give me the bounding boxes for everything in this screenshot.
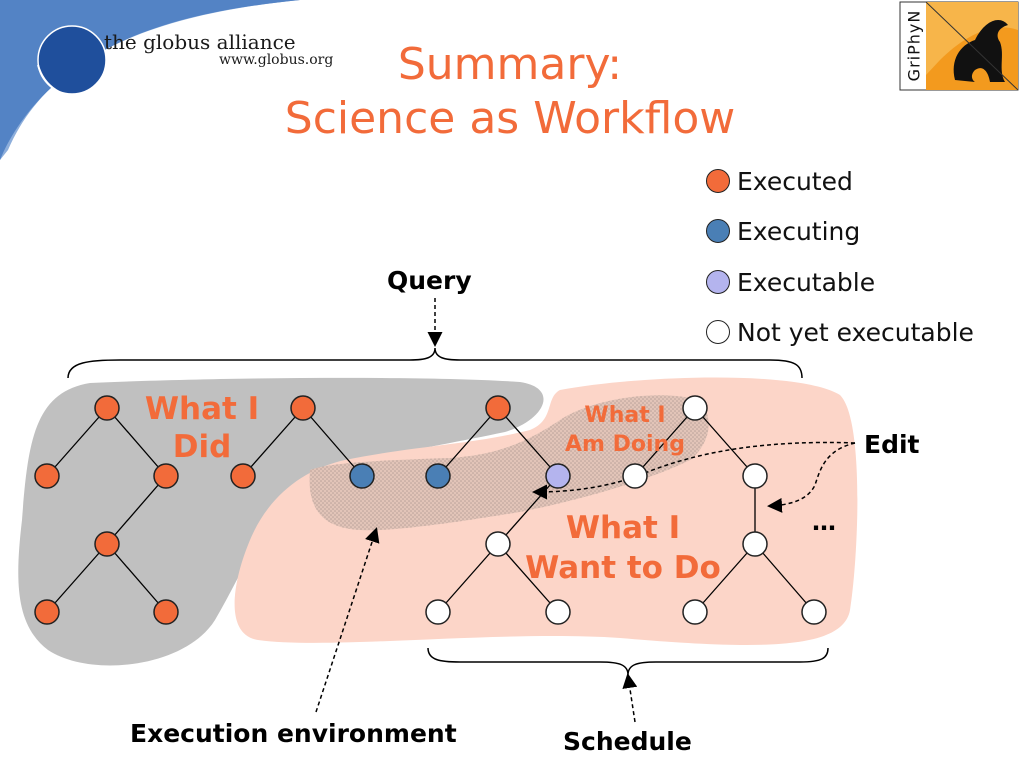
legend-dot-executing	[706, 219, 730, 243]
edit-arrow-1	[532, 441, 856, 500]
did-label-line-2: Did	[172, 429, 232, 465]
title-line-1: Summary:	[397, 39, 623, 90]
query-label: Query	[387, 266, 472, 295]
globus-logo-name: the globus alliance	[104, 30, 296, 54]
legend-item-executed: Executed	[706, 166, 853, 196]
node-executed	[153, 599, 179, 625]
node-not-yet-executable	[742, 531, 768, 557]
doing-label-line-2: Am Doing	[565, 432, 685, 457]
legend-dot-executable	[706, 270, 730, 294]
node-executed	[290, 395, 316, 421]
node-not-yet-executable	[545, 599, 571, 625]
ellipsis-label: …	[812, 508, 836, 536]
doing-region	[309, 395, 709, 531]
node-executing	[349, 463, 375, 489]
node-not-yet-executable	[425, 599, 451, 625]
doing-label-line-1: What I	[584, 403, 666, 428]
did-region-label: What I Did	[118, 390, 286, 466]
node-executed	[94, 395, 120, 421]
griphyn-logo-icon	[899, 1, 1019, 91]
node-executed	[230, 463, 256, 489]
edit-label: Edit	[864, 430, 920, 459]
execution-env-arrow	[315, 527, 380, 713]
did-label-line-1: What I	[144, 391, 260, 427]
legend-dot-not-yet-executable	[706, 320, 730, 344]
schedule-brace	[427, 647, 829, 676]
node-not-yet-executable	[682, 395, 708, 421]
legend-item-not-yet-executable: Not yet executable	[706, 317, 974, 347]
legend-dot-executed	[706, 169, 730, 193]
node-executing	[425, 463, 451, 489]
globus-logo-url: www.globus.org	[219, 52, 334, 68]
globus-logo-icon	[37, 25, 146, 100]
node-not-yet-executable	[801, 599, 827, 625]
griphyn-logo-text: GriPhyN	[904, 9, 924, 82]
node-executed	[153, 463, 179, 489]
node-executed	[34, 599, 60, 625]
legend-item-executing: Executing	[706, 216, 860, 246]
schedule-arrow	[622, 673, 638, 723]
want-region-label: What I Want to Do	[503, 508, 743, 588]
legend-label: Executing	[737, 216, 861, 246]
page-title: Summary: Science as Workflow	[240, 38, 780, 146]
node-not-yet-executable	[485, 531, 511, 557]
want-label-line-2: Want to Do	[525, 550, 721, 586]
want-label-line-1: What I	[565, 510, 681, 546]
schedule-label: Schedule	[563, 727, 692, 756]
legend-label: Executed	[737, 166, 853, 196]
doing-region-label: What I Am Doing	[547, 401, 703, 459]
execution-environment-label: Execution environment	[130, 719, 457, 748]
edit-arrow-2	[767, 442, 856, 513]
node-not-yet-executable	[742, 463, 768, 489]
tree-edges	[46, 407, 815, 613]
query-brace	[67, 347, 803, 379]
node-executed	[485, 395, 511, 421]
node-executed	[34, 463, 60, 489]
legend-label: Not yet executable	[737, 317, 974, 347]
legend-label: Executable	[737, 267, 876, 297]
node-executable	[545, 463, 571, 489]
node-executed	[94, 531, 120, 557]
node-not-yet-executable	[682, 599, 708, 625]
legend-item-executable: Executable	[706, 267, 875, 297]
node-not-yet-executable	[622, 463, 648, 489]
title-line-2: Science as Workflow	[284, 93, 736, 144]
